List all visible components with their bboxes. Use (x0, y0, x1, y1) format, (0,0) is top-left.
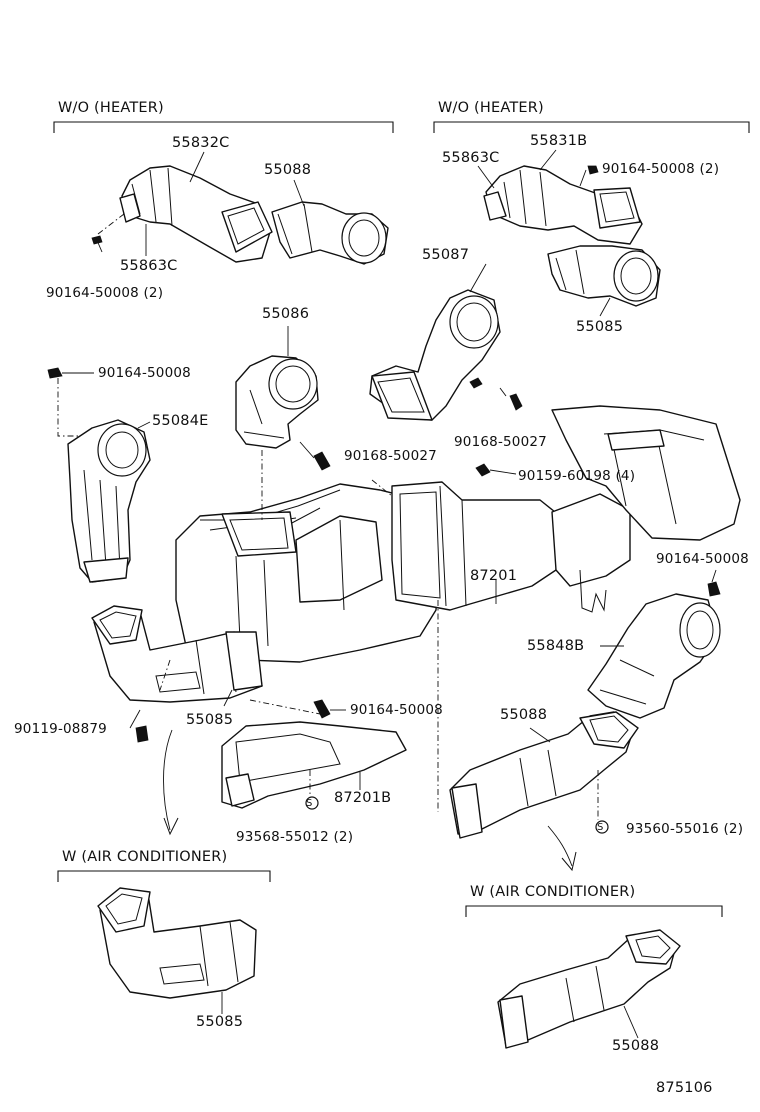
screw-90164-50008-right-top (579, 165, 599, 187)
main-housing (175, 483, 441, 663)
label-90159-60198: 90159-60198 (4) (518, 468, 636, 484)
label-93560-55016: 93560-55016 (2) (626, 821, 744, 837)
label-55085-main: 55085 (186, 712, 234, 728)
leader-lines (137, 149, 639, 1039)
tray-87201B (221, 721, 407, 810)
label-55088-top: 55088 (264, 162, 312, 178)
label-55084E: 55084E (152, 413, 209, 429)
duct-55085-main (91, 605, 263, 703)
label-55088-main: 55088 (500, 707, 548, 723)
label-55085-top-right: 55085 (576, 319, 624, 335)
header-wo-heater-right: W/O (HEATER) (438, 100, 544, 116)
label-90164-50008-b: 90164-50008 (656, 551, 749, 567)
screw-90159-60198 (475, 463, 517, 477)
label-55085-ac: 55085 (196, 1014, 244, 1030)
bracket-wo-heater-left (53, 121, 394, 133)
label-87201B: 87201B (334, 790, 392, 806)
duct-55088-top (271, 201, 389, 265)
diagram-id: 875106 (656, 1080, 713, 1096)
screw-90168-50027-a (299, 441, 331, 471)
label-55832C: 55832C (172, 135, 230, 151)
bracket-w-ac-left (57, 870, 271, 882)
label-55086: 55086 (262, 306, 310, 322)
assembly-lines (159, 450, 599, 820)
label-90168-50027-a: 90168-50027 (344, 448, 437, 464)
duct-55832C (119, 165, 273, 263)
s-mark-right: S (597, 822, 604, 833)
label-90119-08879: 90119-08879 (14, 721, 107, 737)
label-93568-55012: 93568-55012 (2) (236, 829, 354, 845)
label-55863C-right: 55863C (442, 150, 500, 166)
screw-90168-50027-b (499, 387, 523, 411)
s-mark-left: S (306, 798, 313, 809)
arrow-left-ac (163, 729, 179, 836)
box-right-upper (551, 405, 741, 541)
arrow-right-ac (547, 825, 577, 872)
label-55087: 55087 (422, 247, 470, 263)
duct-55088-main (449, 711, 639, 839)
label-90168-50027-b: 90168-50027 (454, 434, 547, 450)
label-87201: 87201 (470, 568, 518, 584)
screw-90164-50008-b (707, 569, 721, 597)
bracket-w-ac-right (465, 905, 723, 917)
label-55088-ac: 55088 (612, 1038, 660, 1054)
label-90164-50008-2-right: 90164-50008 (2) (602, 161, 720, 177)
header-w-ac-right: W (AIR CONDITIONER) (470, 884, 636, 900)
header-w-ac-left: W (AIR CONDITIONER) (62, 849, 228, 865)
duct-55848B (587, 593, 721, 719)
screw-90164-50008-left-top (91, 213, 125, 253)
header-wo-heater-left: W/O (HEATER) (58, 100, 164, 116)
label-55831B: 55831B (530, 133, 588, 149)
label-90164-50008-a: 90164-50008 (98, 365, 191, 381)
screw-90164-50008-a (47, 367, 94, 437)
screw-90119-08879 (129, 709, 149, 743)
label-90164-50008-2-left: 90164-50008 (2) (46, 285, 164, 301)
label-55863C-left: 55863C (120, 258, 178, 274)
duct-55831B (483, 165, 643, 245)
duct-55085-top-right (547, 245, 661, 307)
label-90164-50008-c: 90164-50008 (350, 702, 443, 718)
bracket-wo-heater-right (433, 121, 750, 133)
blower-87201 (391, 481, 631, 613)
duct-55088-ac (497, 929, 681, 1049)
duct-55085-ac (97, 887, 257, 999)
duct-55084E (67, 419, 151, 583)
screw-90164-50008-c (313, 699, 346, 719)
duct-55086 (235, 355, 319, 449)
label-55848B: 55848B (527, 638, 585, 654)
duct-55087 (369, 289, 501, 421)
